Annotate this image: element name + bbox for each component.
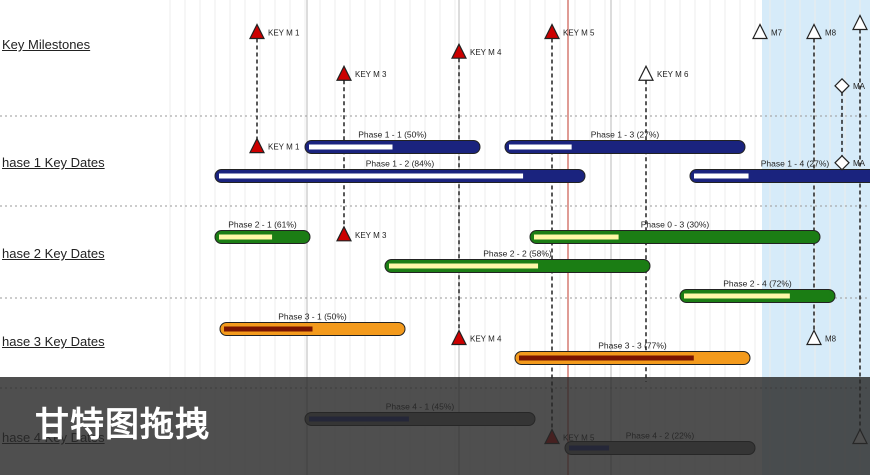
task-label: Phase 1 - 4 (27%) xyxy=(761,159,830,169)
task-progress xyxy=(309,144,393,150)
row-label: Key Milestones xyxy=(2,37,91,52)
milestone-marker xyxy=(752,23,768,40)
milestone-marker xyxy=(451,329,467,346)
milestone-marker xyxy=(806,23,822,40)
task-progress xyxy=(509,144,572,150)
task-label: Phase 2 - 1 (61%) xyxy=(228,220,297,230)
caption-bar: 甘特图拖拽 xyxy=(0,377,870,475)
milestone-marker xyxy=(249,23,265,40)
milestone-label: KEY M 1 xyxy=(268,28,300,37)
task-progress xyxy=(224,326,313,332)
milestone-label: KEY M 4 xyxy=(470,48,502,57)
task-label: Phase 3 - 1 (50%) xyxy=(278,312,347,322)
task-label: Phase 0 - 3 (30%) xyxy=(641,220,710,230)
row-label: hase 3 Key Dates xyxy=(2,334,105,349)
task-progress xyxy=(219,234,273,240)
task-label: Phase 1 - 1 (50%) xyxy=(358,130,427,140)
milestone-label: KEY M 5 xyxy=(563,28,595,37)
milestone-label: KEY M 3 xyxy=(355,231,387,240)
milestone-marker xyxy=(834,154,850,171)
task-progress xyxy=(219,173,524,179)
task-label: Phase 1 - 3 (27%) xyxy=(591,130,660,140)
task-label: Phase 1 - 2 (84%) xyxy=(366,159,435,169)
milestone-label: KEY M 3 xyxy=(355,70,387,79)
milestone-label: M8 xyxy=(825,28,837,37)
milestone-marker xyxy=(544,23,560,40)
milestone-label: M8 xyxy=(825,335,837,344)
milestone-marker xyxy=(336,225,352,242)
milestone-label: KEY M 4 xyxy=(470,335,502,344)
milestone-label: KEY M 1 xyxy=(268,143,300,152)
task-progress xyxy=(519,355,694,361)
task-label: Phase 2 - 4 (72%) xyxy=(723,279,792,289)
caption-title: 甘特图拖拽 xyxy=(35,405,210,445)
task-label: Phase 3 - 3 (77%) xyxy=(598,341,667,351)
milestone-label: MA xyxy=(853,159,866,168)
task-progress xyxy=(534,234,619,240)
milestone-label: M7 xyxy=(771,28,783,37)
task-progress xyxy=(389,263,539,269)
milestone-label: KEY M 6 xyxy=(657,70,689,79)
milestone-marker xyxy=(336,64,352,81)
task-bar xyxy=(529,230,821,244)
milestone-marker xyxy=(806,329,822,346)
milestone-marker xyxy=(249,137,265,154)
task-label: Phase 2 - 2 (58%) xyxy=(483,249,552,259)
row-label: hase 2 Key Dates xyxy=(2,246,105,261)
milestone-marker xyxy=(852,14,868,31)
milestone-label: MA xyxy=(853,82,866,91)
row-label: hase 1 Key Dates xyxy=(2,155,105,170)
task-progress xyxy=(684,293,790,299)
task-progress xyxy=(694,173,749,179)
milestone-marker xyxy=(834,77,850,94)
milestone-marker xyxy=(638,64,654,81)
task-bar xyxy=(504,140,746,154)
task-bar xyxy=(689,169,870,183)
milestone-marker xyxy=(451,42,467,59)
